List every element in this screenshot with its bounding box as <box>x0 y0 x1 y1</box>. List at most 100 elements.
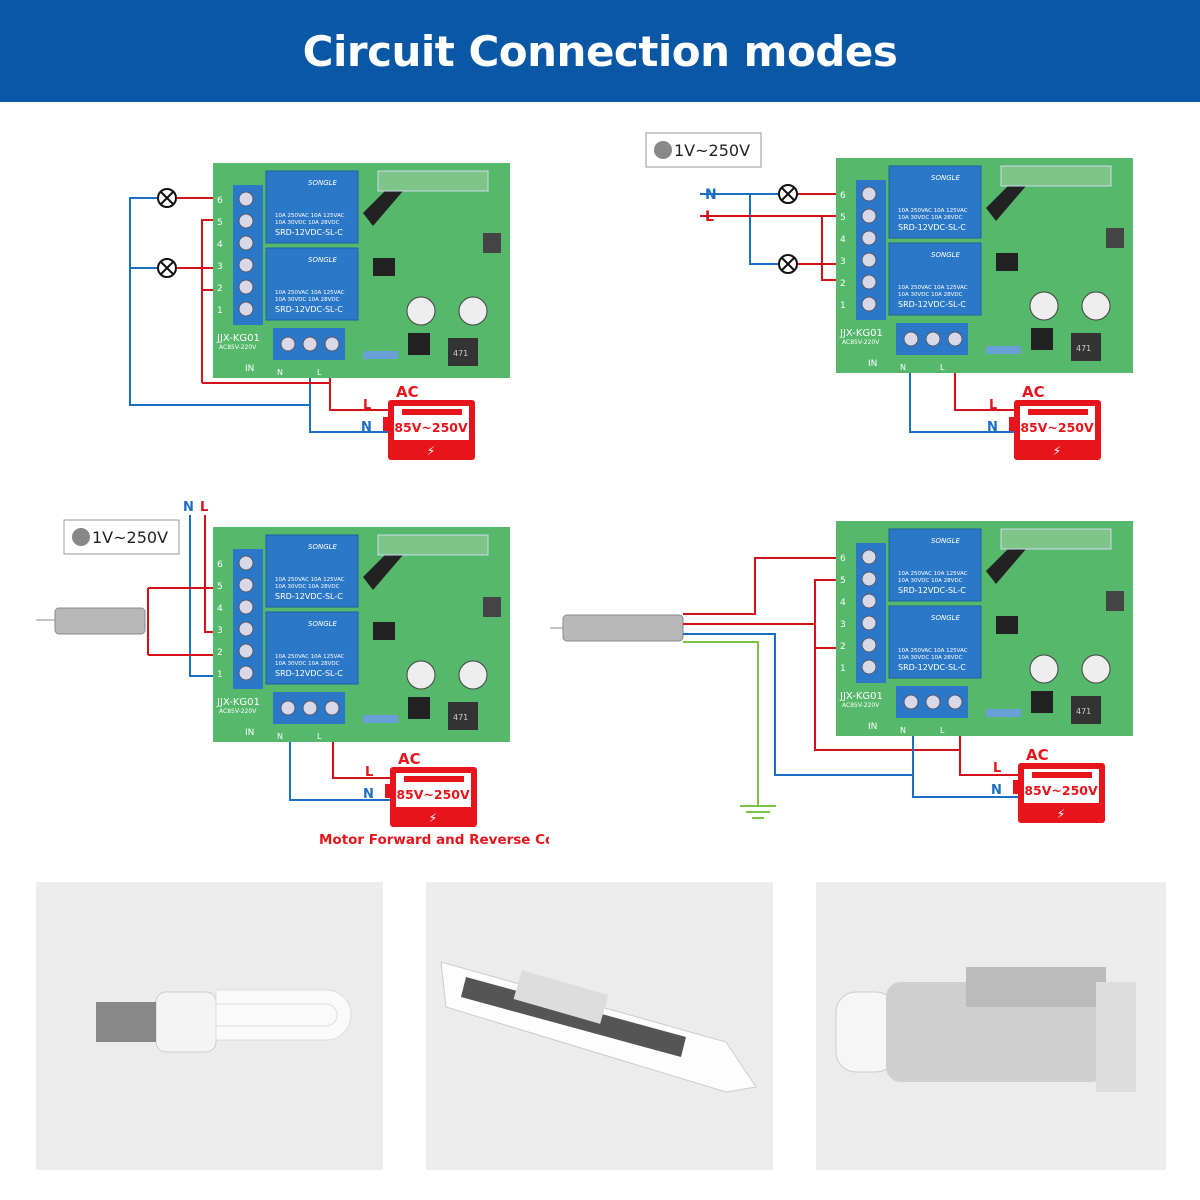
learn-button <box>1106 228 1124 248</box>
terminal-screw <box>238 191 254 207</box>
svg-text:10A 250VAC 10A 125VAC: 10A 250VAC 10A 125VAC <box>898 571 968 577</box>
svg-text:AC85V-220V: AC85V-220V <box>219 708 257 715</box>
resistor <box>363 351 398 359</box>
svg-text:L: L <box>705 209 714 225</box>
terminal-screw <box>861 549 877 565</box>
antenna-coil <box>986 541 1026 584</box>
terminal-number: 4 <box>217 604 223 614</box>
terminal-screw <box>947 694 963 710</box>
terminal-screw <box>861 208 877 224</box>
terminal-screw <box>238 665 254 681</box>
resistor <box>986 346 1021 354</box>
bolt-icon: ⚡ <box>427 444 435 458</box>
svg-text:AC: AC <box>398 750 421 768</box>
ground-symbol <box>740 805 776 819</box>
svg-text:85V~250V: 85V~250V <box>1024 783 1098 798</box>
svg-text:JJX-KG01: JJX-KG01 <box>216 333 260 344</box>
svg-text:SONGLE: SONGLE <box>308 256 338 264</box>
voltage-badge-3: 1V~250V <box>63 519 180 555</box>
terminal-screw <box>238 577 254 593</box>
svg-text:N: N <box>705 187 717 203</box>
svg-text:IN: IN <box>868 359 877 369</box>
svg-text:N: N <box>900 726 906 735</box>
svg-text:10A 250VAC 10A 125VAC: 10A 250VAC 10A 125VAC <box>275 290 345 296</box>
svg-text:AC: AC <box>396 383 419 401</box>
svg-text:10A 250VAC 10A 125VAC: 10A 250VAC 10A 125VAC <box>275 577 345 583</box>
lamp-symbol <box>778 254 798 274</box>
svg-text:N: N <box>361 420 372 435</box>
svg-text:L: L <box>940 726 945 735</box>
svg-text:SONGLE: SONGLE <box>931 174 961 182</box>
svg-text:10A 30VDC 10A 28VDC: 10A 30VDC 10A 28VDC <box>275 297 340 303</box>
svg-text:471: 471 <box>453 349 468 358</box>
learn-button <box>483 233 501 253</box>
resistor <box>363 715 398 723</box>
wire <box>309 400 388 433</box>
bolt-icon: ⚡ <box>429 811 437 825</box>
output-terminal-block <box>233 549 263 689</box>
terminal-number: 2 <box>840 642 846 652</box>
motor-tube <box>54 607 146 635</box>
svg-text:471: 471 <box>1076 707 1091 716</box>
svg-text:10A 30VDC 10A 28VDC: 10A 30VDC 10A 28VDC <box>275 220 340 226</box>
bolt-icon: ⚡ <box>1053 444 1061 458</box>
terminal-number: 6 <box>840 554 846 564</box>
svg-text:SRD-12VDC-SL-C: SRD-12VDC-SL-C <box>898 300 966 309</box>
svg-text:IN: IN <box>245 364 254 374</box>
terminal-screw <box>280 700 296 716</box>
terminal-number: 2 <box>217 648 223 658</box>
terminal-number: 1 <box>840 301 846 311</box>
svg-text:SONGLE: SONGLE <box>931 614 961 622</box>
svg-text:L: L <box>989 398 997 413</box>
terminal-screw <box>861 593 877 609</box>
terminal-screw <box>238 279 254 295</box>
svg-text:SRD-12VDC-SL-C: SRD-12VDC-SL-C <box>898 223 966 232</box>
svg-text:SONGLE: SONGLE <box>931 537 961 545</box>
svg-text:AC: AC <box>1026 746 1049 764</box>
output-terminal-block <box>856 180 886 320</box>
terminal-screw <box>238 643 254 659</box>
svg-text:10A 30VDC 10A 28VDC: 10A 30VDC 10A 28VDC <box>275 584 340 590</box>
svg-text:SRD-12VDC-SL-C: SRD-12VDC-SL-C <box>898 586 966 595</box>
svg-text:10A 30VDC 10A 28VDC: 10A 30VDC 10A 28VDC <box>898 292 963 298</box>
terminal-screw <box>925 694 941 710</box>
terminal-screw <box>861 186 877 202</box>
svg-text:N: N <box>987 420 998 435</box>
terminal-screw <box>903 331 919 347</box>
terminal-number: 4 <box>840 598 846 608</box>
neutral-wire <box>129 197 311 406</box>
svg-text:SRD-12VDC-SL-C: SRD-12VDC-SL-C <box>275 669 343 678</box>
header-banner: Circuit Connection modes <box>0 0 1200 102</box>
terminal-screw <box>238 599 254 615</box>
svg-text:471: 471 <box>453 713 468 722</box>
terminal-screw <box>947 331 963 347</box>
svg-text:10A 30VDC 10A 28VDC: 10A 30VDC 10A 28VDC <box>275 661 340 667</box>
terminal-screw <box>324 336 340 352</box>
antenna-coil <box>363 547 403 590</box>
svg-text:10A 250VAC 10A 125VAC: 10A 250VAC 10A 125VAC <box>275 213 345 219</box>
svg-text:1V~250V: 1V~250V <box>674 141 750 160</box>
bolt-icon <box>72 528 90 546</box>
svg-text:L: L <box>200 500 208 515</box>
svg-text:L: L <box>363 398 371 413</box>
terminal-number: 3 <box>840 620 846 630</box>
terminal-number: 4 <box>217 240 223 250</box>
svg-text:SONGLE: SONGLE <box>931 251 961 259</box>
motor-tube <box>562 614 684 642</box>
terminal-number: 5 <box>217 582 223 592</box>
svg-text:AC85V-220V: AC85V-220V <box>842 339 880 346</box>
svg-text:JJX-KG01: JJX-KG01 <box>839 691 883 702</box>
wire <box>683 557 870 615</box>
svg-text:471: 471 <box>1076 344 1091 353</box>
svg-text:N: N <box>183 500 194 515</box>
svg-text:SONGLE: SONGLE <box>308 543 338 551</box>
lamp-photo <box>36 882 383 1170</box>
antenna-coil <box>363 183 403 226</box>
